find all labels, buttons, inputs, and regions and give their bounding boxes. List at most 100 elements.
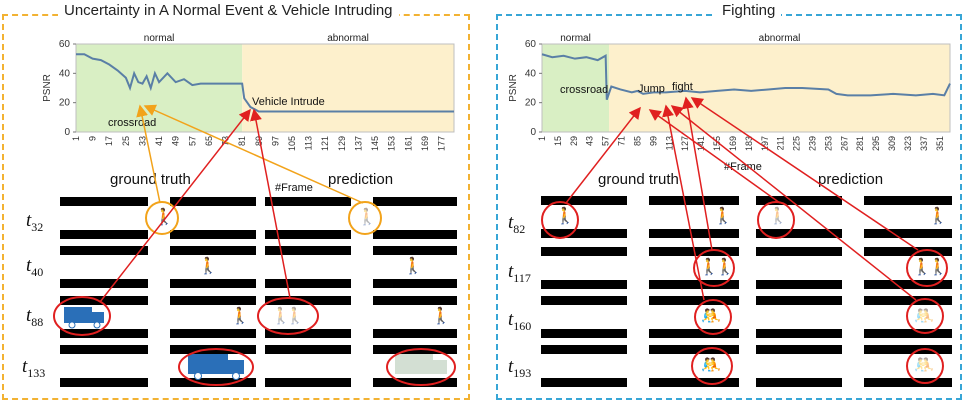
left-chart-xtick-label: 145 [370, 136, 380, 151]
right-chart-xtick-label: 281 [855, 136, 865, 151]
left-chart-xtick-label: 121 [320, 136, 330, 151]
left-chart-xtick-label: 177 [437, 136, 447, 151]
pedestrian-icon: 🚶 [715, 259, 735, 276]
left-col-ground-truth: ground truth [110, 171, 191, 188]
right-panel-title: Fighting [716, 2, 782, 19]
right-chart-xtick-label: 127 [680, 136, 690, 151]
right-row-label-1: t82 [508, 212, 526, 236]
right-chart-region-label: normal [560, 33, 591, 44]
right-chart-annotation: crossroad [560, 84, 608, 96]
left-chart-xtick-label: 169 [420, 136, 430, 151]
left-chart-xtick-label: 89 [254, 136, 264, 146]
right-chart-annotation: Jump [638, 83, 665, 95]
right-chart-xtick-label: 295 [871, 136, 881, 151]
truck-icon [395, 354, 447, 374]
fighting-people-icon: 🤼 [914, 357, 934, 374]
left-pred-frame-3: 🚶 🚶 🚶 [265, 296, 457, 338]
right-chart-xtick-label: 267 [839, 136, 849, 151]
left-chart-xtick-label: 33 [137, 136, 147, 146]
right-gt-frame-3: 🤼 [541, 296, 739, 338]
right-col-ground-truth: ground truth [598, 171, 679, 188]
truck-icon [64, 307, 104, 329]
left-chart-annotation: Vehicle Intrude [252, 96, 325, 108]
truck-icon [188, 354, 244, 380]
left-chart-xtick-label: 73 [221, 136, 231, 146]
right-chart-xtick-label: 169 [728, 136, 738, 151]
right-chart-xtick-label: 183 [744, 136, 754, 151]
right-chart-ylabel: PSNR [508, 74, 519, 102]
right-chart-xtick-label: 57 [601, 136, 611, 146]
right-gt-frame-1: 🚶 🚶 [541, 196, 739, 238]
right-chart-ytick-label: 60 [525, 39, 537, 50]
left-chart-xtick-label: 137 [353, 136, 363, 151]
right-chart-xtick-label: 253 [823, 136, 833, 151]
pedestrian-icon: 🚶 [431, 308, 451, 325]
right-gt-frame-2: 🚶 🚶 [541, 247, 739, 289]
pedestrian-icon: 🚶 [713, 208, 733, 225]
left-chart-region-label: normal [144, 33, 175, 44]
pedestrian-icon: 🚶 [198, 258, 218, 275]
left-chart-ylabel: PSNR [42, 74, 53, 102]
left-chart-xtick-label: 105 [287, 136, 297, 151]
left-chart-ytick-label: 60 [59, 39, 71, 50]
fighting-people-icon: 🤼 [701, 357, 721, 374]
right-chart-xtick-label: 239 [807, 136, 817, 151]
left-chart-xtick-label: 57 [187, 136, 197, 146]
left-chart-xtick-label: 97 [270, 136, 280, 146]
right-chart-xtick-label: 15 [553, 136, 563, 146]
pedestrian-icon: 🚶 [768, 208, 788, 225]
pedestrian-icon: 🚶 [555, 208, 575, 225]
right-row-label-3: t160 [508, 309, 532, 333]
right-chart-xtick-label: 211 [776, 136, 786, 150]
right-xlabel: #Frame [724, 161, 762, 173]
left-row-label-3: t88 [26, 305, 44, 329]
right-chart-ytick-label: 20 [525, 98, 537, 109]
left-gt-frame-1: 🚶 [60, 197, 256, 239]
right-chart-xtick-label: 141 [696, 136, 706, 151]
left-chart-xtick-label: 49 [171, 136, 181, 146]
right-chart-xtick-label: 351 [935, 136, 945, 151]
left-chart-xtick-label: 153 [387, 136, 397, 151]
right-chart-ytick-label: 40 [525, 68, 537, 79]
pedestrian-icon: 🚶 [285, 308, 305, 325]
right-chart-annotation: fight [672, 81, 693, 93]
right-pred-frame-1: 🚶 🚶 [756, 196, 952, 238]
left-row-label-2: t40 [26, 255, 44, 279]
right-chart-xtick-label: 323 [903, 136, 913, 151]
right-chart-xtick-label: 1 [537, 136, 547, 141]
right-col-prediction: prediction [818, 171, 884, 188]
right-pred-frame-2: 🚶 🚶 [756, 247, 952, 289]
left-pred-frame-2: 🚶 [265, 246, 457, 288]
left-panel-title: Uncertainty in A Normal Event & Vehicle … [58, 2, 399, 19]
right-chart-xtick-label: 71 [617, 136, 627, 146]
left-chart-xtick-label: 1 [71, 136, 81, 141]
left-chart-region-label: abnormal [327, 33, 369, 44]
left-gt-frame-4 [60, 345, 256, 387]
right-chart-region-label: abnormal [759, 33, 801, 44]
left-chart-xtick-label: 41 [154, 136, 164, 146]
left-pred-frame-1: 🚶 [265, 197, 457, 239]
left-xlabel: #Frame [275, 182, 313, 194]
left-chart-xtick-label: 161 [403, 136, 413, 151]
left-chart-xtick-label: 81 [237, 136, 247, 146]
left-chart-ytick-label: 40 [59, 68, 71, 79]
pedestrian-icon: 🚶 [357, 209, 377, 226]
right-chart-xtick-label: 85 [632, 136, 642, 146]
left-row-label-1: t32 [26, 210, 44, 234]
pedestrian-icon: 🚶 [403, 258, 423, 275]
right-chart-xtick-label: 309 [887, 136, 897, 151]
left-chart-xtick-label: 17 [104, 136, 114, 146]
left-chart-region-0 [76, 44, 243, 132]
right-chart-xtick-label: 43 [585, 136, 595, 146]
right-pred-frame-3: 🤼 [756, 296, 952, 338]
right-chart-psnr-line [541, 53, 951, 101]
right-chart-xtick-label: 155 [712, 136, 722, 151]
left-chart-xtick-label: 129 [337, 136, 347, 151]
left-chart-ytick-label: 0 [64, 127, 70, 138]
left-gt-frame-3: 🚶 [60, 296, 256, 338]
left-chart-ytick-label: 20 [59, 98, 71, 109]
fighting-people-icon: 🤼 [701, 308, 721, 325]
right-chart-ytick-label: 0 [530, 127, 536, 138]
